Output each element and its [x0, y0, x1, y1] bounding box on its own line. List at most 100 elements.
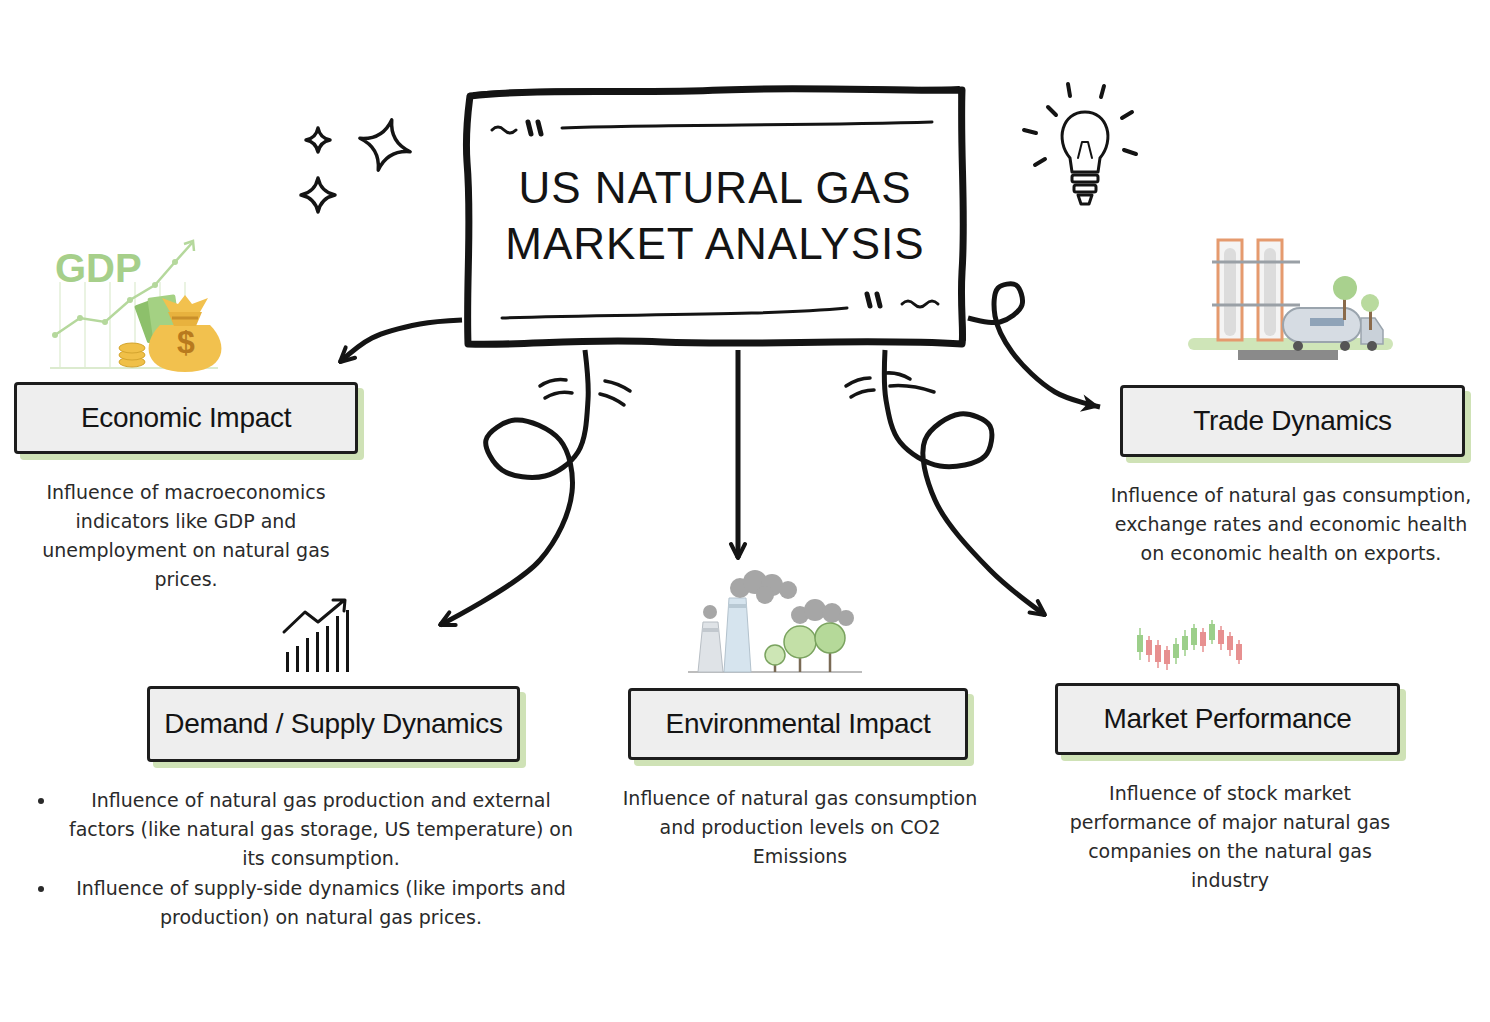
motion-ticks — [886, 373, 910, 379]
refinery-illustration — [1293, 341, 1303, 351]
gdp-illustration — [184, 241, 194, 251]
connector-arrow — [736, 350, 741, 558]
motion-ticks — [890, 386, 934, 392]
emissions-illustration — [815, 623, 845, 653]
frame-stroke — [474, 87, 965, 340]
gdp-illustration — [172, 317, 198, 320]
candlestick-icon — [1236, 644, 1242, 660]
card-heading: Market Performance — [1103, 703, 1351, 735]
title-holder: US NATURAL GAS MARKET ANALYSIS — [462, 82, 968, 350]
topic-card: Economic ImpactInfluence of macroeconomi… — [10, 362, 362, 594]
heading-box: Trade Dynamics — [1120, 385, 1465, 457]
gdp-illustration — [77, 315, 83, 321]
emissions-illustration — [703, 570, 854, 626]
refinery-illustration — [1333, 276, 1357, 300]
connector-arrow — [440, 350, 588, 625]
gdp-illustration — [127, 297, 133, 303]
card-description: Influence of natural gas consumption, ex… — [1100, 481, 1482, 568]
motion-ticks — [846, 378, 870, 386]
candlestick-icon — [1155, 640, 1161, 668]
gdp-illustration — [162, 295, 208, 312]
refinery-illustration — [1218, 240, 1242, 340]
emissions-illustration — [838, 610, 854, 626]
card-body: Influence of natural gas consumption, ex… — [1100, 481, 1482, 568]
bar-chart-icon — [316, 632, 319, 672]
card-description: Influence of macroeconomics indicators l… — [10, 478, 362, 594]
topic-card: Trade DynamicsInfluence of natural gas c… — [1100, 385, 1482, 568]
card-body: Influence of stock market performance of… — [1035, 779, 1425, 895]
diagram-title: US NATURAL GAS MARKET ANALYSIS — [490, 160, 940, 272]
lightbulb-icon — [1074, 185, 1096, 192]
card-heading: Demand / Supply Dynamics — [164, 708, 502, 740]
gdp-illustration — [102, 319, 108, 325]
frame-stroke — [502, 308, 847, 318]
motion-ticks — [545, 392, 572, 398]
bar-chart-icon — [284, 600, 349, 672]
emissions-illustration — [756, 586, 774, 604]
card-heading: Economic Impact — [81, 402, 291, 434]
candlestick-icon — [1209, 620, 1215, 644]
card-body: Influence of macroeconomics indicators l… — [10, 478, 362, 594]
motion-ticks — [540, 380, 566, 386]
sparkles — [301, 113, 417, 212]
candlestick-icon — [1173, 644, 1179, 658]
candlestick-icon — [1146, 636, 1152, 662]
candlestick-icon — [1137, 620, 1242, 670]
candlestick-icon — [1173, 638, 1179, 664]
sparkles — [301, 178, 335, 212]
emissions-illustration — [724, 598, 751, 672]
refinery-illustration — [1188, 240, 1393, 360]
frame-stroke — [492, 127, 516, 133]
lightbulb-icon — [1072, 175, 1098, 182]
gdp-illustration — [52, 332, 58, 338]
refinery-illustration — [1310, 318, 1344, 326]
candlestick-icon — [1236, 640, 1242, 664]
bar-chart-icon — [346, 610, 349, 672]
topic-card: Demand / Supply DynamicsInfluence of nat… — [25, 625, 585, 933]
bar-chart-icon — [296, 646, 299, 672]
gdp-illustration — [168, 312, 202, 326]
refinery-illustration — [1367, 341, 1377, 351]
bar-chart-icon — [284, 600, 345, 632]
emissions-illustration — [703, 605, 717, 619]
topic-card: Environmental ImpactInfluence of natural… — [620, 558, 980, 871]
gdp-illustration — [172, 259, 178, 265]
frame-stroke — [528, 122, 541, 134]
candlestick-icon — [1155, 645, 1161, 662]
connector-arrow — [340, 320, 462, 362]
frame-stroke — [867, 294, 880, 306]
bullet-text: Influence of natural gas production and … — [57, 786, 585, 873]
lightbulb-icon — [1078, 142, 1092, 158]
illustration-label: GDP — [55, 246, 142, 291]
emissions-illustration — [698, 622, 723, 672]
heading-box: Market Performance — [1055, 683, 1400, 755]
gdp-illustration — [152, 282, 158, 288]
bar-chart-icon — [306, 638, 309, 672]
card-description: Influence of stock market performance of… — [1055, 779, 1405, 895]
lightbulb-icon — [1078, 195, 1092, 204]
card-heading: Trade Dynamics — [1193, 405, 1392, 437]
candlestick-icon — [1164, 646, 1170, 670]
candlestick-icon — [1191, 624, 1197, 650]
emissions-illustration — [702, 628, 719, 632]
title-frame-outline — [462, 82, 968, 350]
lightbulb-icon — [1024, 84, 1136, 165]
candlestick-icon — [1146, 640, 1152, 655]
refinery-illustration — [1340, 341, 1350, 351]
frame-stroke — [562, 122, 932, 128]
card-heading: Environmental Impact — [666, 708, 931, 740]
candlestick-icon — [1200, 632, 1206, 646]
lightbulb-icon — [1024, 84, 1136, 204]
title-frame: US NATURAL GAS MARKET ANALYSIS — [462, 82, 968, 350]
candlestick-icon — [1137, 635, 1143, 652]
lightbulb-icon — [1062, 112, 1108, 172]
refinery-illustration — [1283, 308, 1361, 342]
card-body: Influence of natural gas consumption and… — [620, 784, 980, 871]
connector-arrow — [968, 284, 1100, 407]
card-description: Influence of natural gas consumption and… — [620, 784, 980, 871]
refinery-illustration — [1258, 240, 1282, 340]
topic-card: Market PerformanceInfluence of stock mar… — [1035, 615, 1425, 895]
heading-box: Economic Impact — [14, 382, 358, 454]
candlestick-icon — [1182, 636, 1188, 650]
